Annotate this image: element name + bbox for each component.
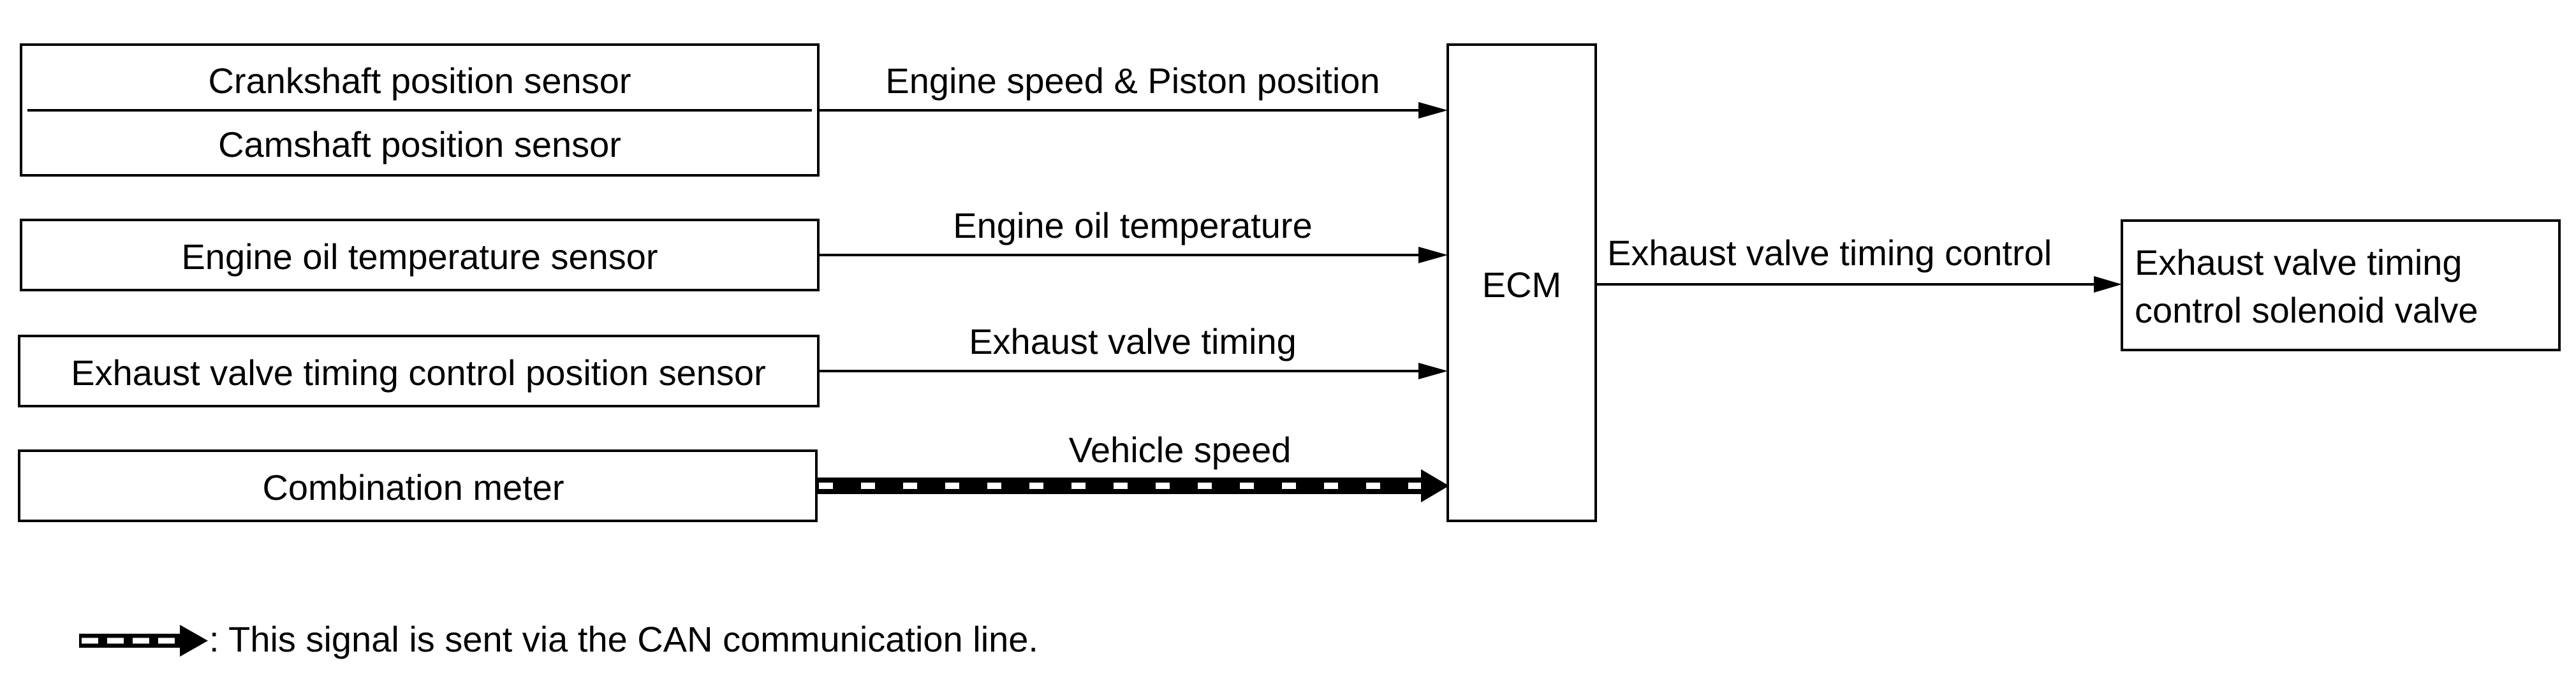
legend-can-arrow-icon	[180, 625, 208, 657]
signal-exhaust-control: Exhaust valve timing control	[1596, 233, 2122, 293]
solenoid-valve-label-line2: control solenoid valve	[2135, 290, 2478, 330]
signal-oil-temp: Engine oil temperature	[818, 205, 1448, 263]
legend: : This signal is sent via the CAN commun…	[79, 619, 1038, 659]
exhaust-timing-signal-label: Exhaust valve timing	[969, 321, 1297, 361]
can-arrowhead	[1421, 469, 1449, 502]
crank-cam-sensor-box: Crankshaft position sensor Camshaft posi…	[20, 43, 820, 177]
exhaust-position-sensor-box: Exhaust valve timing control position se…	[18, 335, 820, 407]
ecm-label: ECM	[1482, 265, 1561, 305]
combination-meter-box: Combination meter	[18, 449, 818, 522]
exhaust-control-signal-label: Exhaust valve timing control	[1607, 233, 2052, 273]
signal-exhaust-timing: Exhaust valve timing	[818, 321, 1448, 379]
solenoid-valve-box: Exhaust valve timing control solenoid va…	[2121, 219, 2561, 351]
signal-engine-speed: Engine speed & Piston position	[818, 61, 1448, 119]
signal-vehicle-speed: Vehicle speed	[816, 430, 1449, 502]
crankshaft-sensor-label: Crankshaft position sensor	[208, 61, 631, 101]
arrowhead	[1418, 247, 1448, 263]
solenoid-valve-label-line1: Exhaust valve timing	[2135, 242, 2462, 282]
arrowhead	[1418, 363, 1448, 379]
oil-temp-sensor-label: Engine oil temperature sensor	[181, 237, 658, 277]
engine-speed-signal-label: Engine speed & Piston position	[885, 61, 1380, 101]
combination-meter-label: Combination meter	[262, 467, 564, 507]
arrowhead	[1418, 102, 1448, 119]
oil-temp-signal-label: Engine oil temperature	[953, 205, 1312, 245]
ecm-box: ECM	[1446, 43, 1597, 522]
vehicle-speed-signal-label: Vehicle speed	[1069, 430, 1292, 470]
exhaust-position-sensor-label: Exhaust valve timing control position se…	[71, 353, 765, 393]
oil-temp-sensor-box: Engine oil temperature sensor	[20, 219, 820, 291]
camshaft-sensor-label: Camshaft position sensor	[218, 124, 621, 164]
legend-text: : This signal is sent via the CAN commun…	[209, 619, 1038, 659]
arrowhead	[2094, 276, 2122, 293]
